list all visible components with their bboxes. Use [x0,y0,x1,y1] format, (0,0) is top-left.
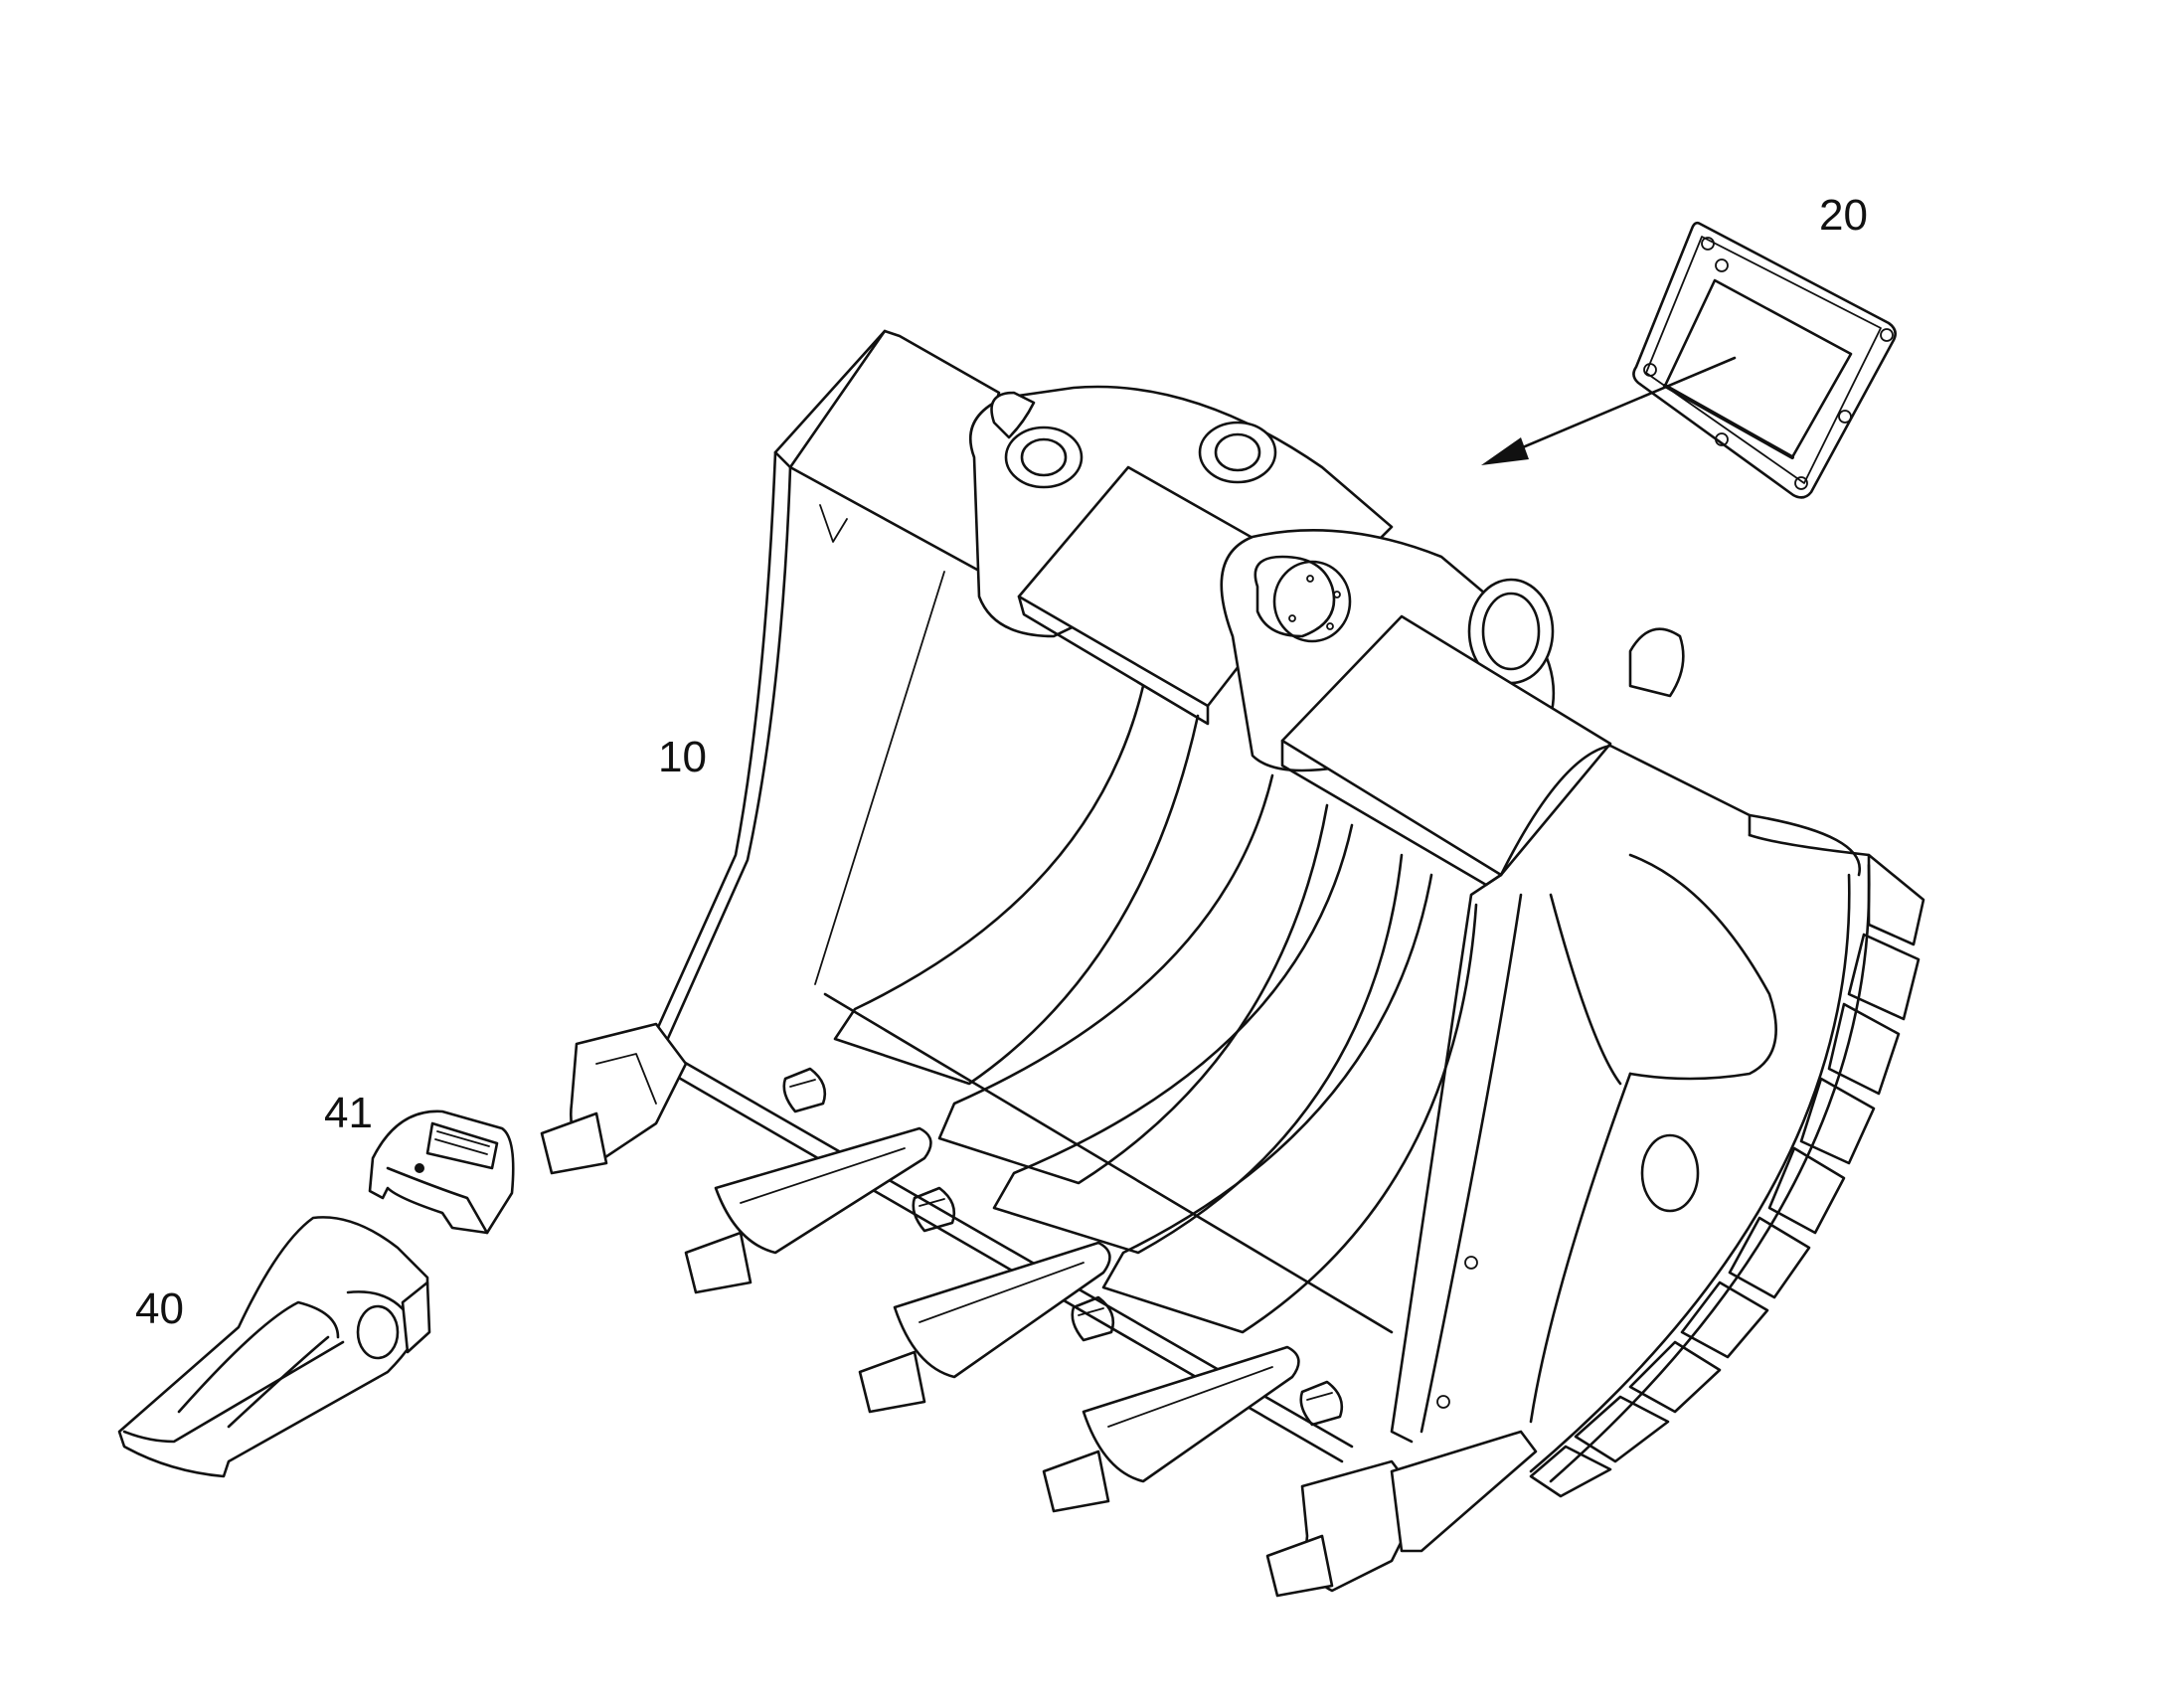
bucket-body [644,329,1925,1498]
placement-arrow [1481,356,1737,465]
tooth [117,1216,431,1478]
callout-10: 10 [658,733,707,781]
callout-40: 40 [135,1284,184,1333]
tooth-adapter-cap [368,1110,515,1235]
bucket-teeth [540,1022,1538,1598]
callout-20: 20 [1819,191,1868,240]
callout-41: 41 [324,1089,373,1137]
label-plate [1632,221,1897,499]
